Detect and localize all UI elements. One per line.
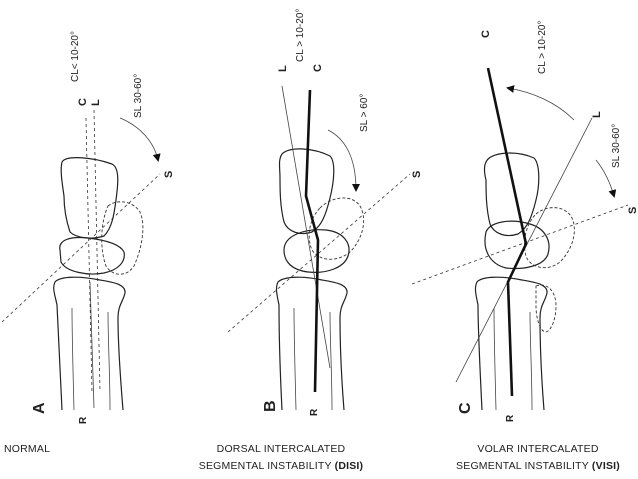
caption-line1: VOLAR INTERCALATED (477, 443, 599, 455)
caption-line2: SEGMENTAL INSTABILITY (VISI) (456, 460, 620, 472)
caption-line1: DORSAL INTERCALATED (216, 443, 346, 455)
scaphoid-outline (101, 201, 144, 275)
scaphoid-axis (411, 204, 629, 285)
cl-angle-arc (506, 85, 575, 121)
lunate-outline (484, 220, 550, 270)
panel-letter: C (457, 402, 474, 414)
lunate-axis (93, 109, 101, 393)
caption-line2: SEGMENTAL INSTABILITY (DISI) (198, 460, 364, 472)
radius-axis-label: R (505, 414, 516, 422)
caption-visi: VOLAR INTERCALATED SEGMENTAL INSTABILITY… (440, 441, 636, 475)
capitate-axis-label: C (312, 64, 324, 72)
capitate-axis-label: C (480, 30, 492, 38)
scaphoid-axis-label: S (627, 207, 638, 214)
caption-normal: NORMAL (4, 441, 64, 458)
capitate-radius-line (304, 89, 320, 393)
capitate-axis-label: C (77, 98, 89, 106)
lunate-outline (59, 236, 125, 275)
sl-angle-label: SL > 60° (359, 94, 370, 132)
scaphoid-axis-label: S (163, 171, 175, 178)
scaphoid-outline (524, 207, 575, 269)
capitate-outline (278, 148, 335, 235)
scaphoid-axis-label: S (411, 171, 423, 178)
radius-outline (474, 276, 548, 411)
radius-axis-label: R (78, 416, 89, 424)
capitate-outline (483, 152, 540, 237)
lunate-axis-label: L (277, 65, 289, 72)
sl-angle-label: SL 30-60° (133, 74, 144, 118)
radius-outline (53, 276, 126, 411)
lunate-outline (283, 229, 350, 273)
cl-angle-label: CL< 10-20° (70, 31, 81, 82)
caption-disi: DORSAL INTERCALATED SEGMENTAL INSTABILIT… (186, 441, 376, 475)
lunate-axis-label: L (90, 99, 102, 106)
capitate-axis (85, 117, 93, 393)
scaphoid-outline (308, 197, 364, 260)
panel-a: CL< 10-20° SL 30-60° C L S R A (1, 31, 175, 424)
radius-outline (275, 276, 348, 411)
panel-c: CL > 10-20° SL 30-60° C L S R C (411, 21, 638, 422)
cl-angle-label: CL > 10-20° (295, 9, 306, 62)
lunate-axis (281, 85, 331, 369)
caption-abbrev: (VISI) (591, 460, 620, 472)
sl-angle-arc (327, 129, 360, 192)
panel-letter: B (262, 400, 279, 412)
cl-angle-label: CL > 10-20° (537, 21, 548, 74)
scaphoid-axis (1, 173, 161, 323)
radius-axis (89, 281, 95, 409)
sl-angle-label: SL 30-60° (611, 124, 622, 168)
caption-abbrev: (DISI) (334, 460, 364, 472)
radius-axis-label: R (309, 408, 320, 416)
panel-b: CL > 10-20° SL > 60° C L S R B (227, 9, 423, 416)
lunate-axis-label: L (591, 111, 603, 118)
carpal-outline (535, 284, 557, 333)
sl-angle-arc (119, 117, 161, 162)
sl-angle-arc (595, 159, 617, 198)
capitate-radius-line (486, 67, 528, 397)
radius-inner-cortex (71, 307, 75, 411)
capitate-outline (60, 157, 119, 239)
panel-letter: A (31, 402, 48, 414)
caption-line1: NORMAL (4, 443, 51, 455)
